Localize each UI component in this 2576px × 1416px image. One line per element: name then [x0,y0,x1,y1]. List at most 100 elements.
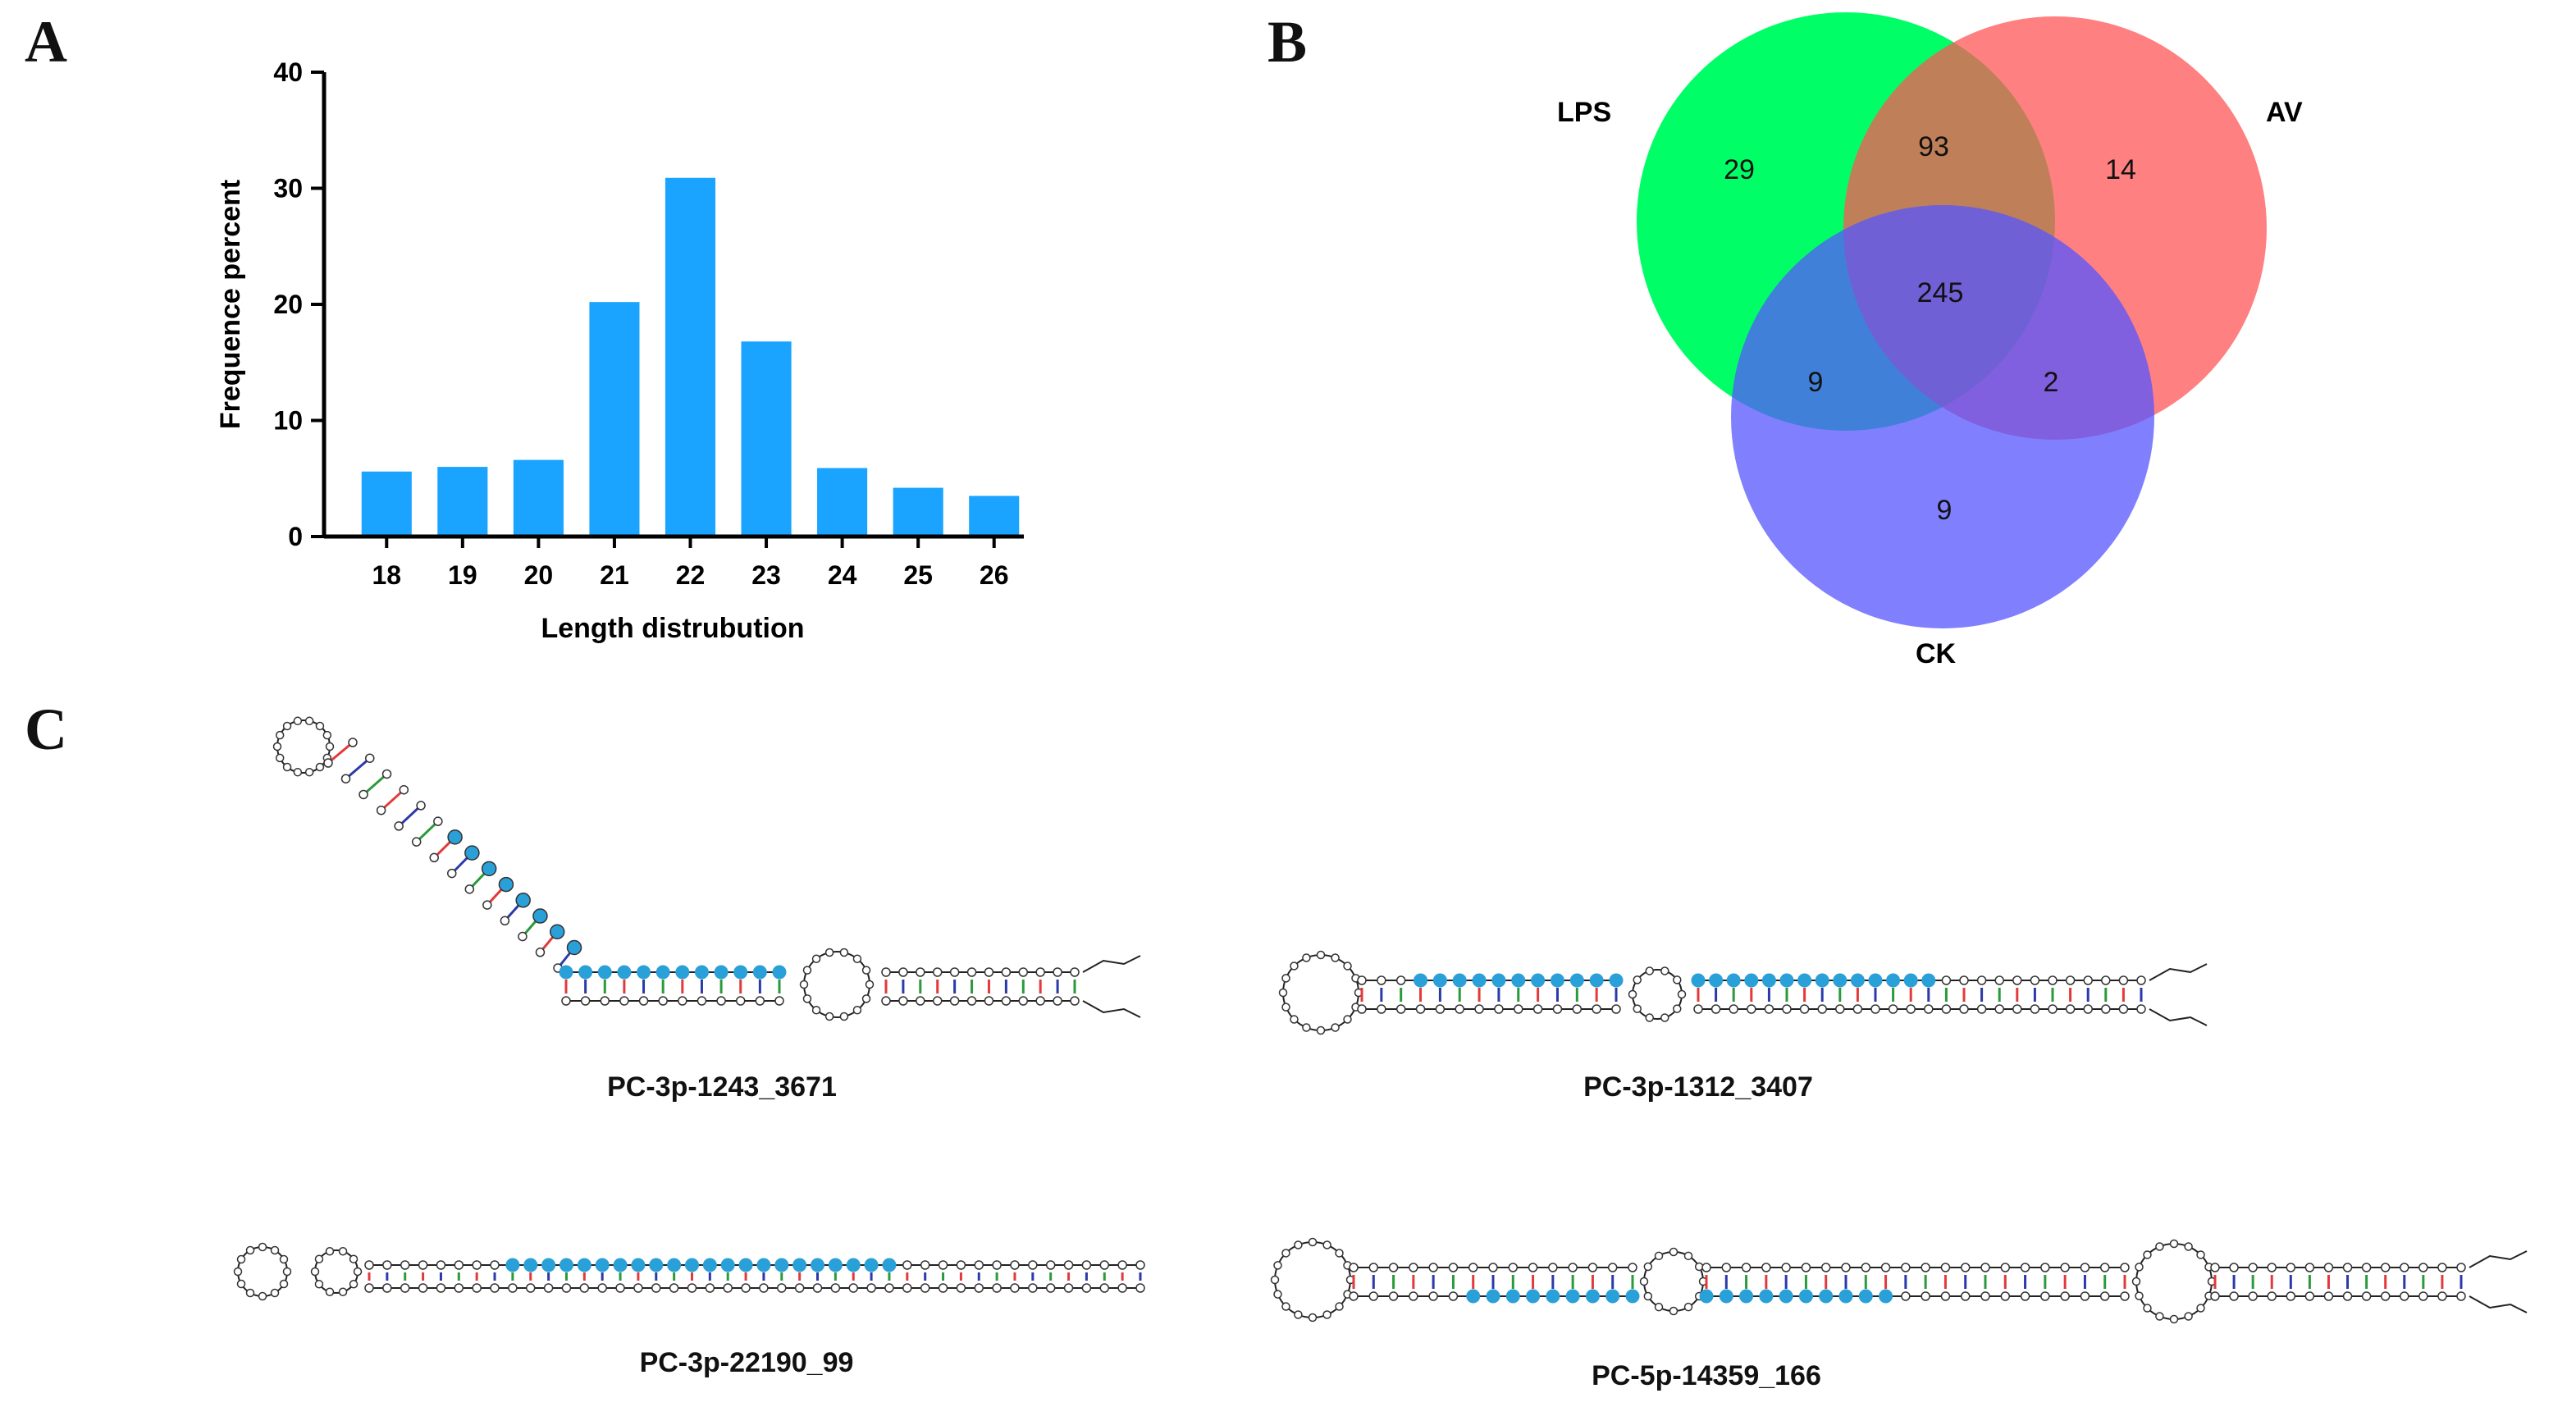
nucleotide [1455,1004,1464,1014]
mirna-highlight [1550,973,1564,988]
nucleotide [1960,1263,1971,1272]
nucleotide [454,1283,464,1293]
nucleotide [304,767,314,777]
nucleotide [697,996,707,1006]
nucleotide [1308,1313,1318,1322]
nucleotide [1273,1261,1282,1270]
nucleotide [992,1260,1002,1270]
nucleotide [1643,1262,1653,1272]
nucleotide [2248,1291,2258,1301]
mirna-highlight [752,965,767,980]
nucleotide [1281,1302,1290,1311]
rna-structure-3 [233,1242,1145,1301]
nucleotide [279,1254,289,1264]
panel-letter-b: B [1267,9,1308,75]
mirna-highlight [1739,1289,1754,1304]
x-tick-label: 18 [372,560,401,590]
nucleotide [1673,975,1682,984]
nucleotide [293,716,303,726]
nucleotide [956,1283,966,1293]
venn-count-av-ck: 2 [2044,367,2059,398]
nucleotide [418,1260,428,1270]
nucleotide [802,994,812,1003]
nucleotide [932,967,943,977]
mirna-highlight [649,1258,664,1272]
nucleotide [1409,1263,1418,1272]
mirna-highlight [617,965,632,980]
nucleotide [1018,967,1029,977]
mirna-highlight [1531,973,1546,988]
nucleotide [1729,1004,1738,1014]
nucleotide [1045,1283,1056,1293]
nucleotide [799,980,809,989]
mirna-highlight [1886,973,1901,988]
nucleotide [1308,1237,1318,1247]
nucleotide [525,1283,536,1293]
mirna-highlight [578,965,593,980]
nucleotide [315,721,325,731]
mirna-highlight [1569,973,1584,988]
nucleotide [1117,1260,1127,1270]
nucleotide [1335,1302,1344,1311]
nucleotide [1741,1263,1752,1272]
mirna-highlight [733,965,748,980]
nucleotide [233,1267,243,1277]
nucleotide [1701,1263,1711,1272]
nucleotide [1782,1004,1792,1014]
venn-label-ck: CK [1916,638,1957,669]
nucleotide [1448,1263,1459,1272]
nucleotide [279,1279,289,1289]
nucleotide [916,996,925,1006]
nucleotide [364,1283,374,1293]
nucleotide [472,1260,482,1270]
mirna-highlight [1759,1289,1774,1304]
mirna-highlight [846,1258,861,1272]
nucleotide [794,1283,805,1293]
nucleotide [839,948,849,957]
mirna-highlight [1486,1289,1500,1304]
x-tick-label: 26 [980,560,1009,590]
nucleotide [236,1279,246,1289]
nucleotide [1628,989,1637,999]
nucleotide [275,730,285,740]
nucleotide [1721,1263,1732,1272]
nucleotide [866,1283,876,1293]
nucleotide [1415,1004,1426,1014]
nucleotide [400,1283,410,1293]
nucleotide [325,1287,335,1296]
nucleotide [2456,1263,2466,1272]
nucleotide [2196,1250,2205,1259]
nucleotide [454,1260,464,1270]
mirna-highlight [1511,973,1526,988]
nucleotide [436,1283,446,1293]
nucleotide [2380,1263,2391,1272]
x-tick-label: 23 [751,560,781,590]
nucleotide [1781,1263,1791,1272]
nucleotide [1448,1291,1459,1301]
nucleotide [1028,1283,1038,1293]
nucleotide [2210,1263,2220,1272]
nucleotide [2131,1277,2141,1286]
nucleotide [920,1283,930,1293]
nucleotide [561,996,571,1006]
nucleotide [1994,1004,2004,1014]
nucleotide [1135,1260,1145,1270]
nucleotide [1841,1263,1851,1272]
nucleotide [1322,1310,1331,1319]
nucleotide [1669,1247,1679,1257]
nucleotide [2267,1263,2277,1272]
nucleotide [2040,1263,2050,1272]
venn-diagram: LPS AV CK 29 93 14 245 9 2 9 [1557,12,2303,669]
nucleotide [304,716,314,726]
nucleotide [1343,1015,1352,1024]
mirna-highlight [1526,1289,1541,1304]
nucleotide [1343,962,1352,971]
nucleotide [2020,1263,2030,1272]
nucleotide [1572,1004,1583,1014]
nucleotide [2184,1242,2193,1251]
nucleotide [338,1247,348,1256]
nucleotide [852,1006,862,1015]
stem [364,1258,1145,1293]
nucleotide [2030,975,2040,985]
nucleotide [735,996,746,1006]
